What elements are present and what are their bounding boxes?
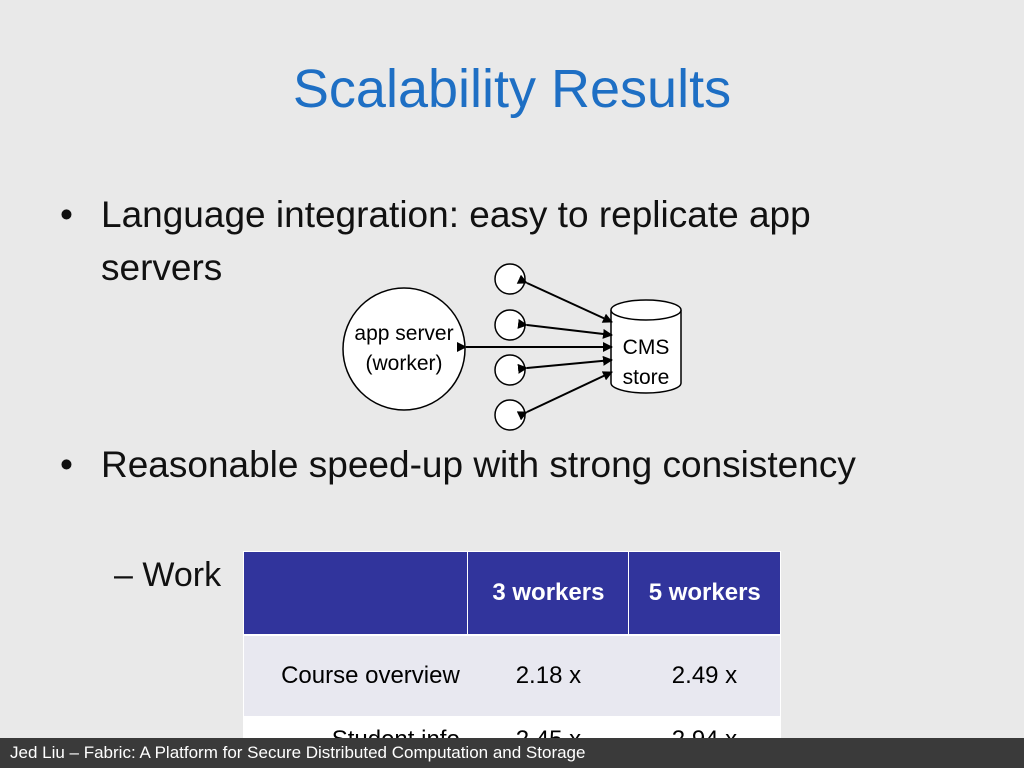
arrow (516, 371, 613, 421)
worker-node (494, 309, 526, 341)
results-table: 3 workers 5 workers Course overview 2.18… (242, 551, 781, 763)
bullet-marker: • (60, 444, 73, 485)
app-server-node (342, 287, 466, 411)
worker-node (494, 354, 526, 386)
table-header-row: 3 workers 5 workers (242, 551, 781, 635)
sync-arrows (457, 274, 613, 421)
bullet-text: Language integration: easy to replicate … (101, 194, 811, 288)
row-label: Course overview (243, 634, 468, 717)
arrow (517, 318, 613, 339)
footer-bar: Jed Liu – Fabric: A Platform for Secure … (0, 738, 1024, 768)
worker-label: (worker) (366, 352, 443, 375)
app-server-label: app server (354, 322, 453, 345)
arrow (517, 355, 613, 374)
arrow (516, 274, 613, 323)
worker-node (494, 263, 526, 295)
sub-bullet: – Work (114, 556, 222, 594)
bullet-text: Reasonable speed-up with strong consiste… (101, 444, 856, 485)
table-cell: 2.49 x (628, 634, 781, 717)
cms-label: CMS (623, 336, 670, 359)
table-header-cell: 3 workers (467, 551, 629, 635)
table-row: Course overview 2.18 x 2.49 x (243, 634, 781, 717)
store-label: store (623, 366, 670, 389)
bullet-marker: • (60, 194, 73, 235)
slide-title: Scalability Results (292, 59, 732, 119)
table-header-cell (242, 551, 468, 635)
worker-node (494, 399, 526, 431)
table-cell: 2.18 x (467, 634, 629, 717)
table-header-cell: 5 workers (628, 551, 781, 635)
